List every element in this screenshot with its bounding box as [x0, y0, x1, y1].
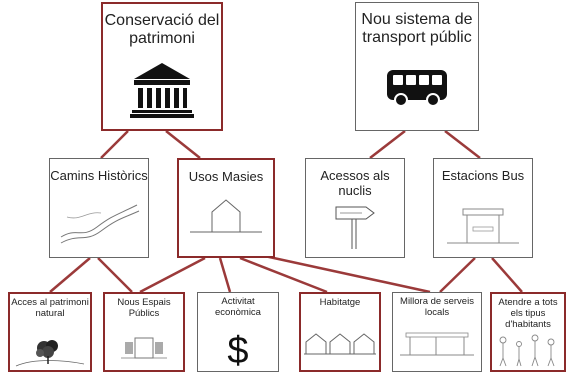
- node-label: Acessos als nuclis: [320, 168, 390, 198]
- node-label: Millora de serveis locals: [400, 296, 474, 318]
- houses-icon: [304, 333, 376, 355]
- house-outline-icon: [190, 199, 262, 233]
- bus-stop-icon: [447, 208, 519, 244]
- link-camins-espais: [97, 257, 133, 293]
- shelter-icon: [400, 332, 474, 356]
- people-icon: [499, 334, 555, 367]
- link-masies-habitatge: [239, 256, 328, 294]
- node-label: Acces al patrimoni natural: [11, 297, 89, 319]
- node-millora: Millora de serveis locals: [392, 292, 482, 372]
- link-camins-acces: [49, 257, 91, 293]
- paths-icon: [60, 204, 140, 244]
- node-habitatge: Habitatge: [299, 292, 381, 372]
- node-label: Atendre a tots els tipus d'habitants: [498, 297, 558, 330]
- dollar-icon: $: [227, 330, 248, 369]
- node-estacions: Estacions Bus: [433, 158, 533, 258]
- link-transport-estacions: [444, 130, 481, 159]
- node-label: Conservació del patrimoni: [104, 12, 220, 48]
- node-label: Camins Històrics: [50, 168, 148, 183]
- link-conservacio-masies: [165, 130, 201, 159]
- node-camins: Camins Històrics: [49, 158, 149, 258]
- node-label: Nou sistema de transport públic: [361, 11, 473, 47]
- link-estacions-millora: [439, 257, 476, 293]
- node-activitat: Activitat econòmica $: [197, 292, 279, 372]
- node-masies: Usos Masies: [177, 158, 275, 258]
- node-espais: Nous Espais Públics: [103, 292, 185, 372]
- link-conservacio-camins: [100, 130, 129, 159]
- node-acces-patrimoni: Acces al patrimoni natural: [8, 292, 92, 372]
- node-label: Habitatge: [319, 297, 361, 308]
- bus-icon: [387, 70, 447, 107]
- temple-icon: [130, 63, 194, 118]
- node-transport: Nou sistema de transport públic: [355, 2, 479, 131]
- link-estacions-atendre: [491, 257, 523, 293]
- link-masies-millora: [259, 253, 431, 294]
- node-label: Usos Masies: [188, 169, 264, 184]
- node-atendre: Atendre a tots els tipus d'habitants: [490, 292, 566, 372]
- node-conservacio: Conservació del patrimoni: [101, 2, 223, 131]
- node-label: Estacions Bus: [441, 168, 525, 183]
- svg-text:$: $: [227, 330, 248, 369]
- tree-icon: [15, 340, 85, 367]
- link-masies-activitat: [218, 257, 232, 293]
- node-label: Nous Espais Públics: [117, 297, 171, 319]
- signpost-icon: [335, 206, 375, 249]
- node-label: Activitat econòmica: [215, 296, 261, 318]
- square-plan-icon: [121, 337, 167, 359]
- link-transport-acessos: [369, 130, 406, 159]
- link-masies-espais: [139, 256, 206, 294]
- node-acessos: Acessos als nuclis: [305, 158, 405, 258]
